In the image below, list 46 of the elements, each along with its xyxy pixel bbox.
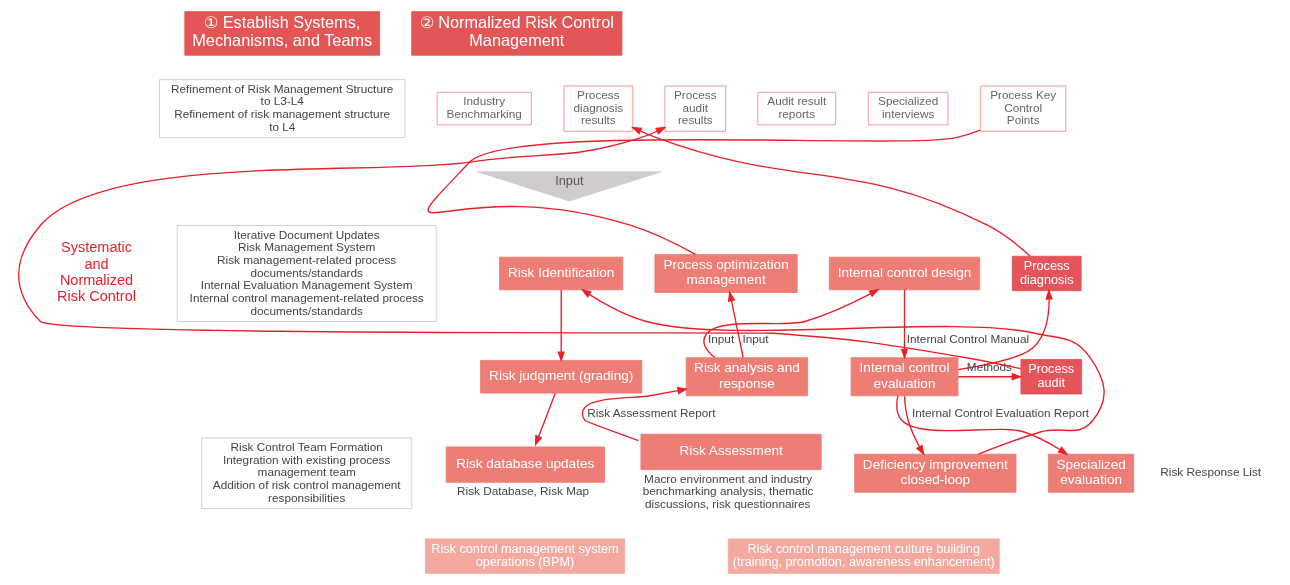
node-box: Risk control management culture building (training, promotion, awareness enhancement) [727,538,1000,574]
arrow [957,372,1023,381]
node-box: Process audit results [664,85,727,132]
arrow [534,392,556,447]
node-box: Specialized evaluation [1048,453,1135,493]
connector [428,129,981,255]
node-box: Risk judgment (grading) [480,360,643,394]
arrow [896,395,1069,456]
arrow [703,288,880,359]
edge-label: Internal Control Evaluation Report [911,405,1090,419]
label: Risk Response List [1160,465,1262,479]
node-box: Process diagnosis [1011,255,1082,292]
arrow [18,126,1022,370]
node-label: Risk Database, Risk Map [457,484,590,498]
node-box: Risk analysis and response [685,357,809,397]
arrow [557,289,566,363]
node-box: Process diagnosis results [563,85,634,132]
node-box: Risk control management system operations (BPM) [424,538,626,574]
node-box: Specialized interviews [867,91,949,126]
edge-label: Input [708,331,735,345]
node-box: ② Normalized Risk Control Management [411,11,623,56]
node-box: Risk Identification [499,256,624,291]
edge-label: Internal Control Manual [906,331,1030,345]
node-box: ① Establish Systems, Mechanisms, and Teams [184,11,381,56]
arrow [630,126,1031,257]
node-box: Internal control design [828,256,981,291]
node-box: Internal control evaluation [850,357,959,397]
node-box: Process optimization management [654,254,798,293]
arrow [957,288,1053,371]
node-box: Refinement of Risk Management Structure to L3-L4 Refinement of risk management structure to L4 [159,79,406,139]
edge-label: Risk Assessment Report [587,405,716,419]
arrow [581,386,689,442]
edge-label: Input [742,331,769,345]
node-label: Macro environment and industry benchmarking analysis, thematic discussions, risk questionnaires [642,471,814,510]
arrow [727,290,744,359]
node-box: Process Key Control Points [980,85,1067,132]
label: Systematic and Normalized Risk Control [57,239,136,305]
arrow [903,395,925,456]
node-box: Audit result reports [757,91,837,126]
node-box: Industry Benchmarking [436,91,532,126]
arrow [580,288,1105,455]
arrow [900,289,909,360]
node-box: Iterative Document Updates Risk Management System Risk management-related process documents/standards Internal Evaluation Management System Internal control management-related process documents/standards [176,225,437,322]
node-box: Process audit [1020,359,1083,395]
node-box: Deficiency improvement closed-loop [854,453,1017,493]
node-box: Risk Control Team Formation Integration with existing process management team Addition of risk control management responsibilities [201,437,413,509]
